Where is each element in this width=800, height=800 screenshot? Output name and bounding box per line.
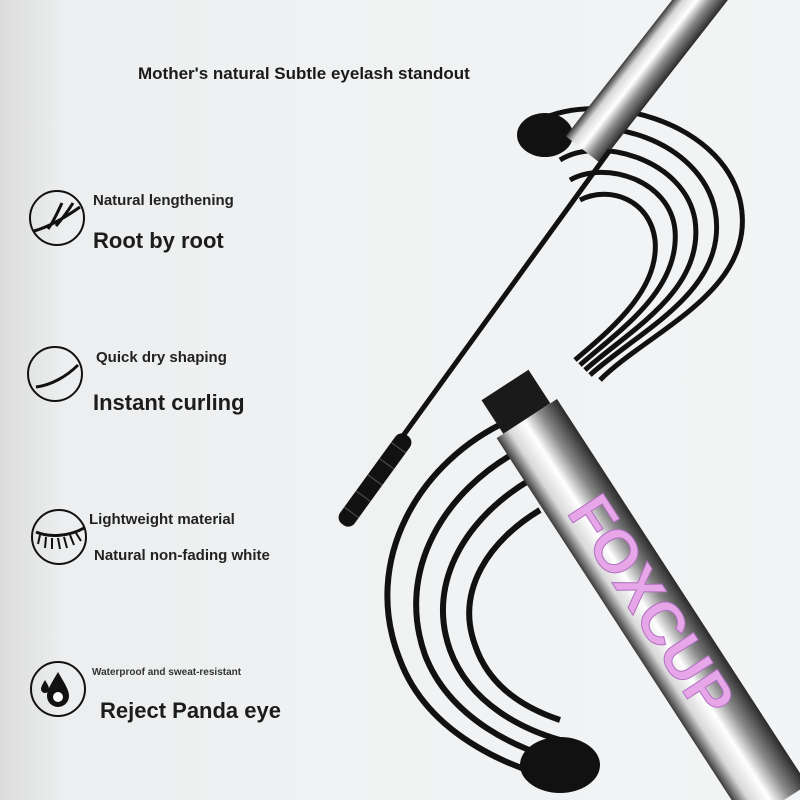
curled-lash-icon <box>27 346 83 402</box>
mascara-cap-rod <box>565 0 755 164</box>
mascara-tube: FOXCUP <box>481 369 800 800</box>
feature-title: Instant curling <box>93 390 245 415</box>
feature-subtitle: Quick dry shaping <box>96 349 227 366</box>
mascara-swoosh-lower <box>384 417 561 783</box>
brand-logo: FOXCUP <box>555 483 747 729</box>
feature-title: Natural non-fading white <box>94 547 270 564</box>
mascara-brush <box>338 433 412 527</box>
feature-title: Root by root <box>93 228 224 253</box>
eyelash-lengthening-icon <box>29 190 85 246</box>
mascara-swoosh-upper <box>538 106 745 382</box>
closed-eye-lashes-icon <box>31 509 87 565</box>
feature-subtitle: Lightweight material <box>89 511 235 528</box>
feature-title: Reject Panda eye <box>100 698 281 723</box>
mascara-wand <box>397 148 613 442</box>
feature-subtitle: Natural lengthening <box>93 192 234 209</box>
water-drop-icon <box>30 661 86 717</box>
headline: Mother's natural Subtle eyelash standout <box>138 64 470 83</box>
feature-subtitle: Waterproof and sweat-resistant <box>92 667 242 678</box>
